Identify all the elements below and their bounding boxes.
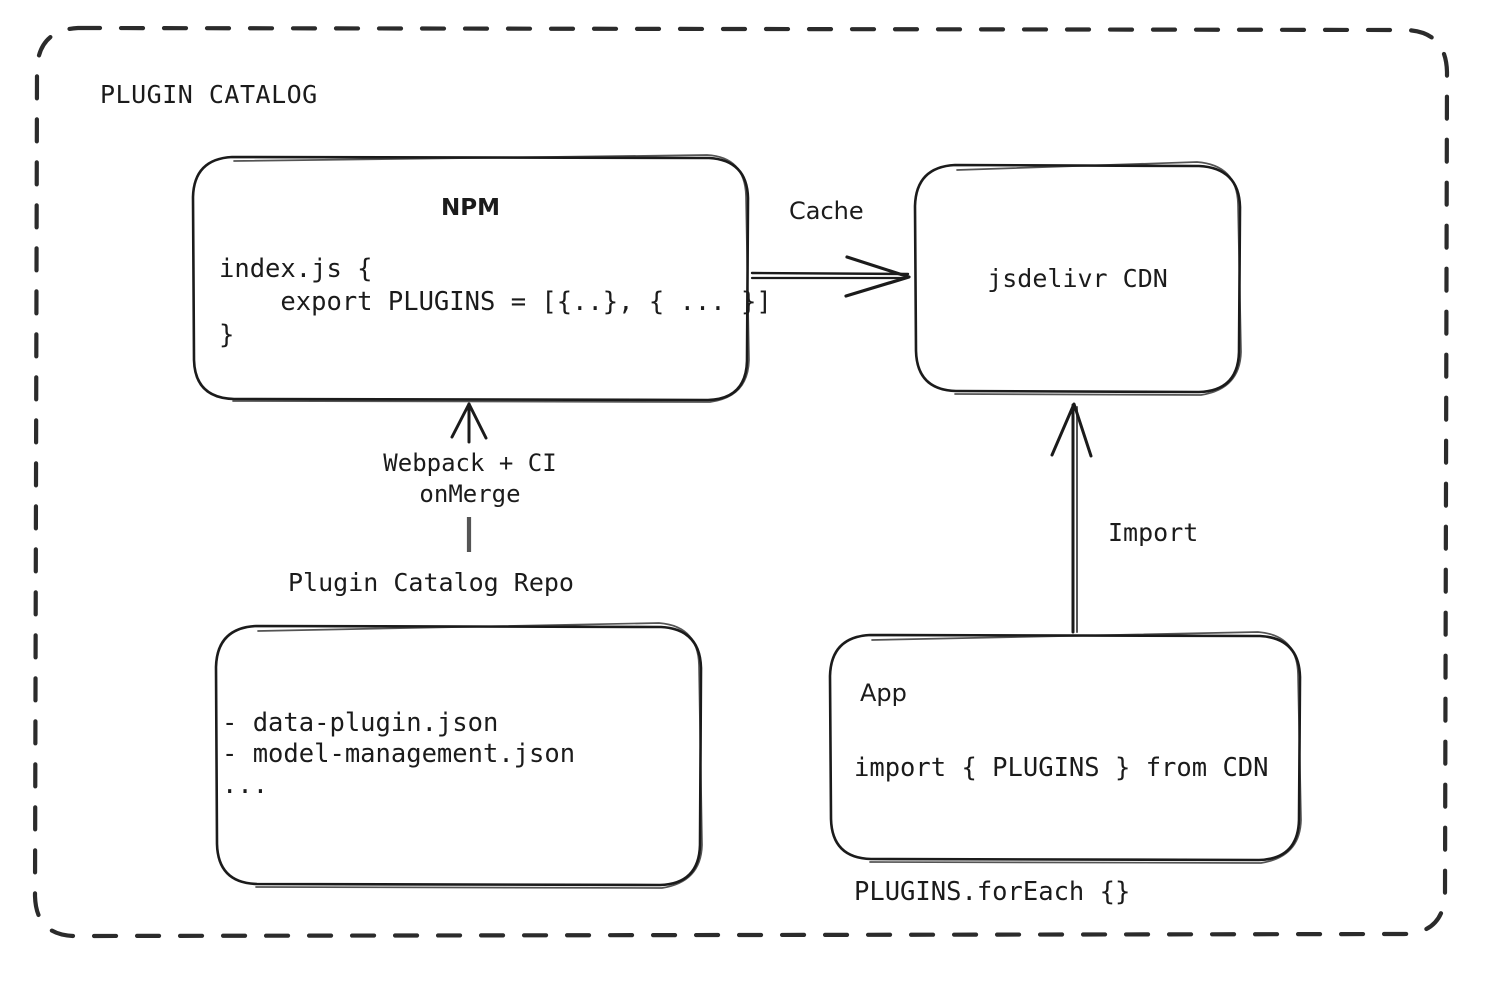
cache-edge-label: Cache [789, 197, 864, 225]
cdn-node-title: jsdelivr CDN [987, 264, 1168, 293]
import-arrow [1050, 402, 1093, 634]
repo-node-title: Plugin Catalog Repo [288, 568, 574, 597]
npm-node-code: index.js { export PLUGINS = [{..}, { ...… [219, 254, 772, 350]
repo-node-border [214, 622, 703, 889]
app-node-code: import { PLUGINS } from CDN PLUGINS.forE… [854, 753, 1269, 907]
group-title: PLUGIN CATALOG [100, 80, 318, 109]
plugin-catalog-group-border [32, 25, 1450, 939]
repo-node-files: - data-plugin.json - model-management.js… [222, 708, 576, 800]
import-edge-label: Import [1108, 518, 1199, 547]
cache-arrow [750, 255, 911, 298]
app-node-border [828, 631, 1302, 864]
npm-node-title: NPM [441, 195, 500, 221]
app-node-title: App [860, 679, 907, 707]
npm-node-border [191, 154, 750, 403]
webpack-arrow [450, 402, 488, 552]
webpack-edge-label: Webpack + CI onMerge [383, 449, 557, 508]
cdn-node-border [913, 161, 1242, 396]
